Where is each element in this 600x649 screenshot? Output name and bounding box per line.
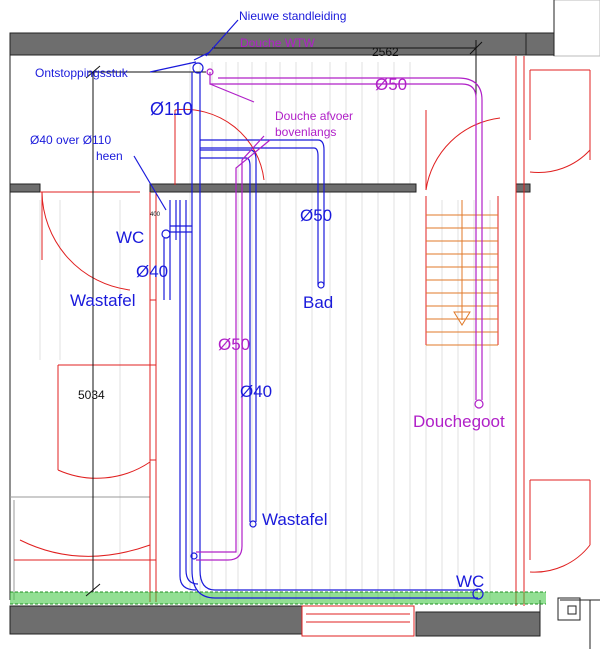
staircase bbox=[426, 200, 498, 346]
middle-wall-right bbox=[515, 183, 531, 193]
middle-wall-center bbox=[149, 183, 417, 193]
label-wastafel-bottom: Wastafel bbox=[262, 510, 328, 529]
label-d50-top: Ø50 bbox=[375, 75, 407, 94]
label-wastafel-left: Wastafel bbox=[70, 291, 136, 310]
grid-lines bbox=[39, 62, 491, 600]
label-douchegoot: Douchegoot bbox=[413, 412, 505, 431]
label-small-dimension: 400 bbox=[150, 212, 161, 218]
label-d40-over-d110-line1: Ø40 over Ø110 bbox=[30, 133, 111, 147]
label-d110: Ø110 bbox=[150, 99, 193, 119]
dimensions bbox=[85, 40, 483, 597]
label-d40-left: Ø40 bbox=[136, 262, 168, 281]
frame-lines bbox=[9, 0, 600, 649]
label-d50-center: Ø50 bbox=[218, 335, 250, 354]
label-nieuwe-standleiding: Nieuwe standleiding bbox=[239, 9, 346, 23]
label-wc-bottom: WC bbox=[456, 572, 484, 591]
label-dimension-top: 2562 bbox=[372, 45, 399, 59]
label-douche-wtw: Douche WTW bbox=[240, 36, 315, 50]
label-dimension-left: 5034 bbox=[78, 388, 105, 402]
label-d40-over-d110-line2: heen bbox=[96, 149, 123, 163]
label-d50-mid: Ø50 bbox=[300, 206, 332, 225]
bottom-wall-left bbox=[9, 605, 303, 635]
label-douche-afvoer-line2: bovenlangs bbox=[275, 125, 336, 139]
label-d40-center: Ø40 bbox=[240, 382, 272, 401]
bottom-wall-right bbox=[415, 611, 541, 637]
label-wc-top: WC bbox=[116, 228, 144, 247]
walls bbox=[9, 0, 600, 637]
label-ontstoppingsstuk: Ontstoppingsstuk bbox=[35, 66, 129, 80]
label-douche-afvoer-line1: Douche afvoer bbox=[275, 109, 353, 123]
corner-column bbox=[557, 597, 581, 621]
label-bad: Bad bbox=[303, 293, 333, 312]
middle-wall-left bbox=[9, 183, 41, 193]
top-wall-right bbox=[525, 32, 555, 56]
red-structure bbox=[14, 56, 591, 637]
magenta-pipes bbox=[190, 68, 484, 561]
right-wall-top bbox=[553, 0, 600, 57]
